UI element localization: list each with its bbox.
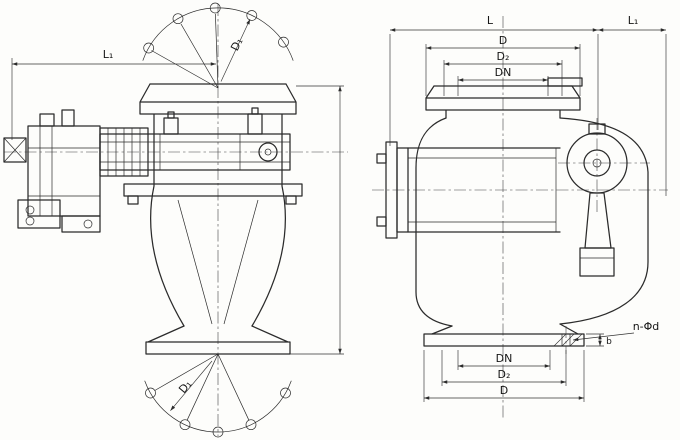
foot-bracket [61,215,101,233]
left-view: D₁ L₁ D₁ [3,2,348,438]
dim-l-group: L L₁ [389,14,667,196]
rotor-cylinder-lines [407,147,561,233]
dim-label-d-bottom: D [500,384,508,397]
stud-bolt-cap [251,107,259,115]
top-flange-left [139,83,297,133]
inner-cone-lines [177,199,259,325]
dim-label-d1-bottom: D₁ [176,378,194,396]
bolt-hole-marker [179,419,191,431]
flange-pad [547,77,583,87]
bracket-bolt [285,195,297,205]
body-outline-right-right-side [559,117,649,325]
dim-label-dn-bottom: DN [496,352,513,365]
drive-shaft-center [592,158,602,168]
bottom-bolt-circle-radials [154,353,250,421]
bearing-boss-center [264,148,272,156]
dim-label-l1-right: L₁ [628,14,639,27]
right-centerlines [372,16,668,420]
stud-bolt-cap [167,111,175,119]
top-flange-right [425,77,583,119]
dim-label-d2-bottom: D₂ [498,368,511,381]
thickness-extensions [586,333,604,347]
dim-label-thickness: b [606,337,612,347]
bearing-boss [258,142,278,162]
dim-line-d1-bottom [170,360,213,411]
height-dim-group [290,85,344,355]
dim-label-l1-left: L₁ [103,48,114,61]
plate-bolt-hole [25,205,35,215]
support-bracket [123,183,303,197]
dim-label-d2-top: D₂ [497,50,510,63]
top-diameter-dims: D D₂ DN [425,34,581,96]
bolt-hole-leader [572,332,635,342]
bolt-hole-marker [212,426,224,438]
counterweight-block [579,247,615,277]
stud-bolt [163,117,179,135]
dim-l-extensions [389,34,667,196]
right-drive [566,123,628,277]
bolt-hole-marker [209,2,221,14]
bolt-hole-marker [246,10,258,21]
bolt-hole-marker [278,36,289,48]
bottom-flange-right: n-Φd b [423,320,660,354]
right-view: L L₁ D D₂ DN [372,14,668,420]
dim-label-d1-top: D₁ [228,36,245,53]
dim-label-l: L [487,14,494,27]
dim-l1-left-group: L₁ [11,48,216,140]
left-actuator [3,109,149,233]
drive-top-cap [588,123,606,135]
top-bolt-circle-radials [151,13,219,89]
left-valve-body [150,131,286,327]
left-centerlines [4,4,348,436]
dim-line-d1-top [220,18,251,82]
dim-label-d-top: D [499,34,507,47]
end-cap-cross [3,137,27,163]
mounting-plate [17,199,61,229]
bracket-bolt [127,195,139,205]
dim-label-bolt-holes: n-Φd [633,320,660,333]
rotor-end-flange [396,147,409,233]
rotor-end-bolt [376,153,387,164]
drive-wheel-hub [583,149,611,177]
top-bolt-circle-arc [142,7,294,61]
bottom-flare-lines [431,323,579,335]
bottom-bolt-circle-arc [144,380,292,433]
bottom-bolt-circle-fan: D₁ [144,353,292,438]
gearbox-top-bolt [61,109,75,127]
foot-bolt-hole [83,219,93,229]
stud-bolt [247,113,263,135]
top-flange-outline [425,85,581,119]
drive-arm [584,192,612,249]
end-cap-square [3,137,27,163]
shaft-housing-lines [100,134,290,170]
body-outline-right-left-side [415,117,453,327]
rotor-inner-lines [408,148,557,232]
bottom-diameter-dims: DN D₂ D [423,350,585,402]
right-rotor [376,141,561,239]
gearbox-detail-lines [28,126,100,216]
bolt-hole-marker [145,387,156,399]
bolt-hole-marker [245,419,257,431]
bottom-dim-extensions [423,350,585,402]
height-dim-extensions [290,85,344,355]
gearbox-housing [27,125,101,217]
top-bolt-circle-fan: D₁ [142,2,294,89]
bottom-flange-band [423,333,585,347]
bolt-hole-marker [172,13,184,25]
motor-fins [107,128,141,176]
body-outline-left [150,131,286,327]
left-rotor-assembly [99,107,303,205]
bolt-hole-marker [280,387,291,399]
right-valve-body [415,117,649,335]
bolt-hole-section [561,334,571,346]
gearbox-top-bolt [39,113,55,127]
rotor-end-bolt [376,216,387,227]
bolt-hole-marker [143,42,155,54]
dim-label-dn-top: DN [495,66,512,79]
plate-bolt-hole [25,216,35,226]
section-hatching [553,333,583,347]
